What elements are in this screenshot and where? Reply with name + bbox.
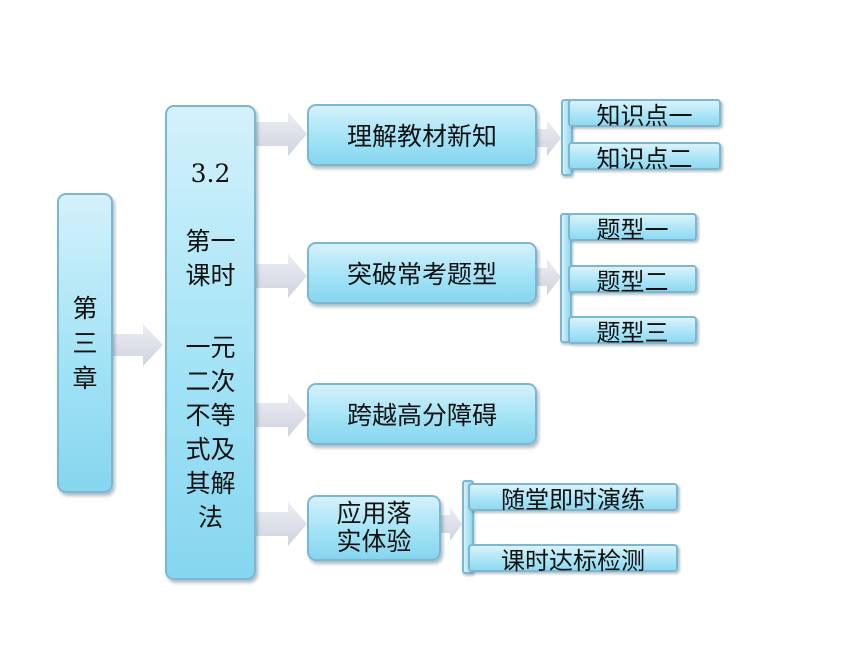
arrow-lesson-to-section-4 — [256, 502, 307, 546]
section-understand-box: 理解教材新知 — [307, 104, 537, 166]
arrow-lesson-to-section-3 — [256, 393, 307, 437]
section-question-types-box: 突破常考题型 — [307, 242, 537, 304]
item-label: 题型三 — [596, 318, 669, 347]
item-label: 题型一 — [596, 215, 669, 244]
item-in-class-practice: 随堂即时演练 — [468, 483, 678, 514]
arrow-section-2-to-items — [537, 259, 561, 295]
item-knowledge-1: 知识点一 — [568, 99, 721, 130]
arrow-lesson-to-section-2 — [256, 254, 307, 298]
item-question-type-1: 题型一 — [568, 213, 697, 244]
lesson-number: 3.2 — [190, 159, 231, 188]
arrow-chapter-to-lesson — [113, 324, 163, 366]
chapter-line-1: 第 — [72, 293, 98, 323]
section-label: 跨越高分障碍 — [346, 401, 497, 430]
chapter-line-2: 三 — [72, 328, 98, 358]
lesson-line-4: 一元 — [185, 333, 236, 362]
item-knowledge-2: 知识点二 — [568, 142, 721, 173]
item-label: 知识点二 — [596, 144, 693, 173]
item-question-type-3: 题型三 — [568, 316, 697, 347]
arrow-lesson-to-section-1 — [256, 112, 307, 156]
lesson-line-8: 其解 — [185, 469, 236, 498]
section-obstacles-box: 跨越高分障碍 — [307, 383, 537, 445]
lesson-box: 3.2 第一 课时 一元 二次 不等 式及 其解 法 — [165, 105, 256, 580]
item-label: 随堂即时演练 — [501, 485, 645, 514]
section-practice-box: 应用落 实体验 — [307, 495, 441, 561]
item-lesson-test: 课时达标检测 — [468, 544, 678, 575]
lesson-line-6: 不等 — [185, 401, 236, 430]
lesson-line-5: 二次 — [185, 367, 236, 396]
item-question-type-2: 题型二 — [568, 265, 697, 296]
section-label: 突破常考题型 — [346, 260, 497, 289]
arrow-section-1-to-items — [537, 120, 561, 156]
section-label: 理解教材新知 — [346, 122, 497, 151]
chapter-box: 第 三 章 — [57, 193, 113, 493]
item-label: 课时达标检测 — [501, 546, 645, 575]
item-label: 知识点一 — [596, 101, 693, 130]
chapter-line-3: 章 — [72, 363, 98, 393]
item-label: 题型二 — [596, 267, 669, 296]
section-label-line-2: 实体验 — [336, 527, 412, 556]
arrow-section-4-to-items — [441, 507, 462, 541]
lesson-line-2: 第一 — [185, 227, 236, 256]
lesson-line-3: 课时 — [185, 261, 236, 290]
section-label-line-1: 应用落 — [336, 499, 412, 528]
lesson-line-7: 式及 — [185, 435, 236, 464]
lesson-line-9: 法 — [197, 503, 223, 532]
